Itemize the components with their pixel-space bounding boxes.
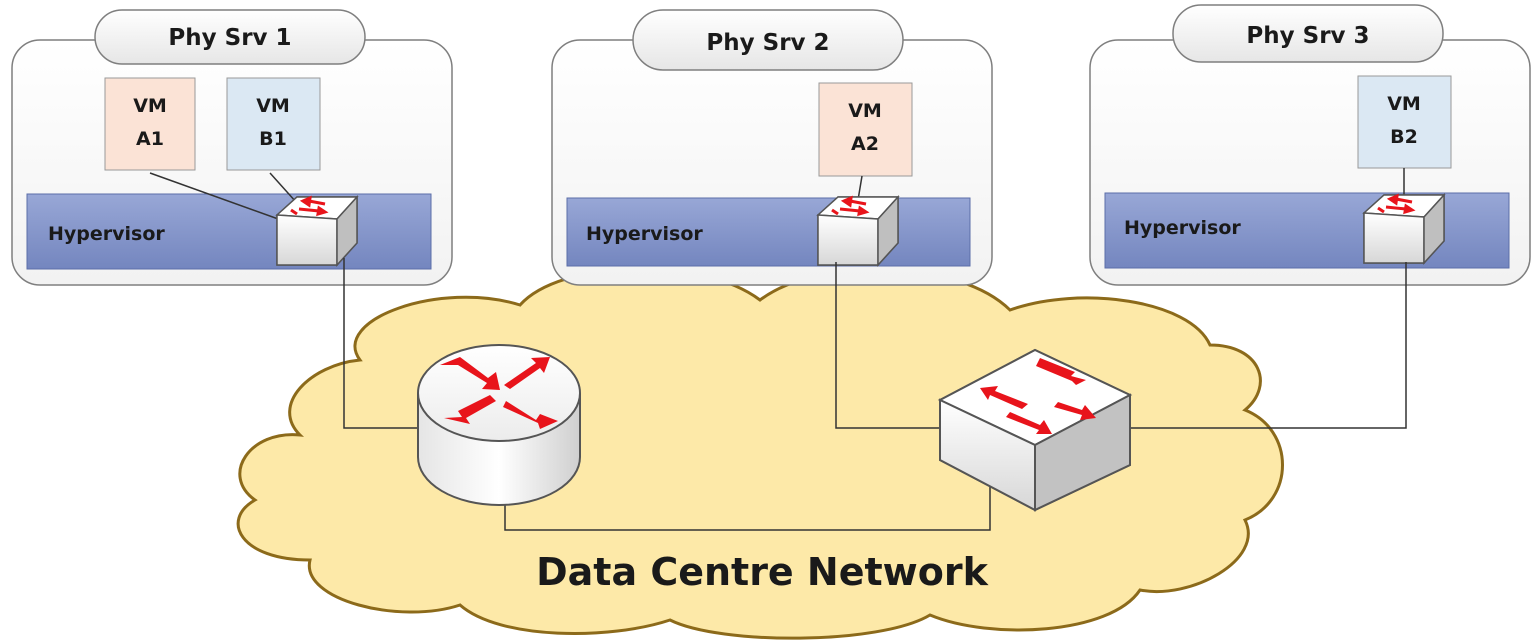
server-1-title: Phy Srv 1 — [168, 25, 291, 51]
server-2: Phy Srv 2 Hypervisor VM A2 — [551, 9, 993, 286]
link-vm-a2-vswitch — [857, 175, 863, 201]
server-1: Phy Srv 1 Hypervisor VM A1 VM B1 — [11, 9, 453, 286]
hypervisor-bar — [566, 197, 971, 267]
virtual-switch-icon — [1362, 193, 1446, 265]
vm-a1-line1: VM — [133, 95, 167, 117]
vm-a2-line1: VM — [848, 100, 882, 122]
link-router-switch — [504, 480, 991, 531]
server-1-tab — [94, 9, 366, 65]
hypervisor-bar — [26, 193, 432, 270]
network-label: Data Centre Network — [536, 550, 989, 594]
server-3-title: Phy Srv 3 — [1246, 23, 1369, 49]
hypervisor-label: Hypervisor — [586, 223, 703, 245]
link-srv1-router — [343, 258, 420, 429]
router-icon — [417, 344, 581, 506]
hypervisor-label: Hypervisor — [1124, 217, 1241, 239]
link-vm-a1-vswitch — [149, 172, 296, 226]
server-2-tab — [632, 9, 904, 71]
vm-a1-box — [104, 77, 196, 171]
vm-b1-line1: VM — [256, 95, 290, 117]
link-srv2-switch — [835, 262, 945, 429]
server-3: Phy Srv 3 Hypervisor VM B2 — [1089, 4, 1531, 286]
server-3-tab — [1172, 4, 1444, 63]
server-2-title: Phy Srv 2 — [706, 30, 829, 56]
virtual-switch-icon — [816, 195, 900, 267]
vm-a2-line2: A2 — [851, 133, 879, 155]
vm-a1-line2: A1 — [136, 128, 164, 150]
hypervisor-label: Hypervisor — [48, 223, 165, 245]
vm-b2-box — [1357, 75, 1452, 169]
link-srv3-switch — [1128, 262, 1407, 429]
vm-b2-line1: VM — [1387, 93, 1421, 115]
virtual-switch-icon — [275, 195, 359, 267]
vm-b1-line2: B1 — [259, 128, 287, 150]
vm-b1-box — [226, 77, 321, 171]
vm-a2-box — [818, 82, 913, 177]
network-links — [343, 258, 1407, 531]
vm-b2-line2: B2 — [1390, 126, 1418, 148]
core-switch-icon — [937, 348, 1133, 512]
